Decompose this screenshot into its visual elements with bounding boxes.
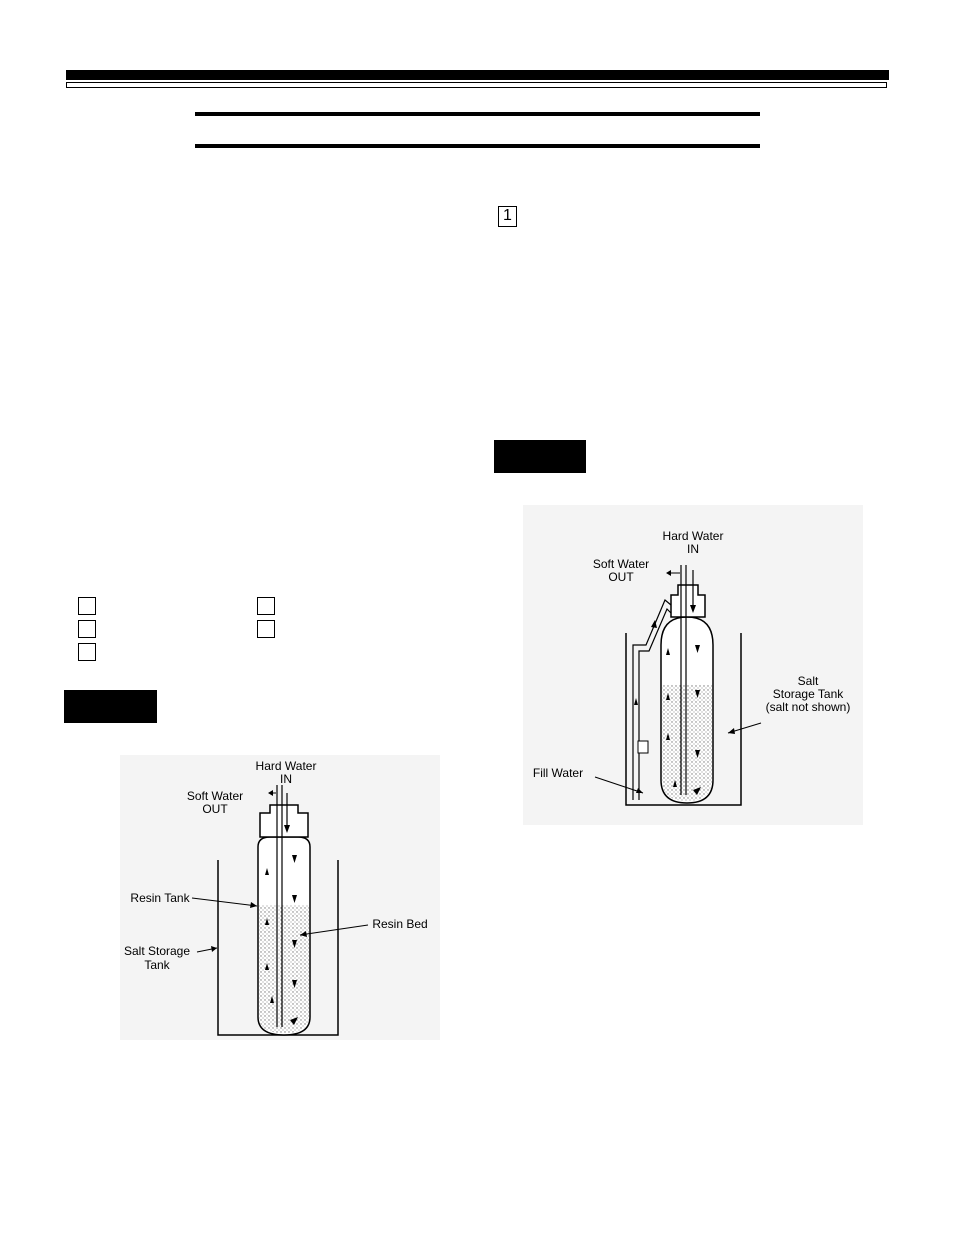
valve-head <box>670 584 706 618</box>
figure-label-left <box>64 690 157 723</box>
checkbox-1[interactable] <box>78 597 96 615</box>
soft-water-label: Soft Water <box>593 557 649 571</box>
storage-tank-label: Storage Tank <box>773 687 844 701</box>
flow-arrows <box>634 620 701 795</box>
water-softener-service-diagram: Hard Water IN Soft Water OUT Resin Tank … <box>120 755 440 1040</box>
checkbox-5[interactable] <box>257 620 275 638</box>
resin-tank-label: Resin Tank <box>130 891 190 905</box>
title-rule-bottom <box>195 144 760 148</box>
salt-storage-tank-label: Tank <box>144 958 170 972</box>
soft-water-out-label: OUT <box>608 570 634 584</box>
step-number-box: 1 <box>498 206 517 227</box>
water-softener-refill-diagram: Hard Water IN Soft Water OUT Salt Storag… <box>523 505 863 825</box>
fill-water-label: Fill Water <box>533 766 583 780</box>
hard-water-label: Hard Water <box>256 759 317 773</box>
header-thin-rule <box>66 82 887 88</box>
salt-storage-tank <box>625 633 742 806</box>
resin-bed <box>662 685 712 801</box>
checkbox-3[interactable] <box>78 643 96 661</box>
salt-storage-label: Salt Storage <box>124 944 190 958</box>
header-thick-rule <box>66 70 889 80</box>
figure-label-right <box>494 440 586 473</box>
brine-valve-float <box>637 740 649 754</box>
valve-head <box>259 804 309 838</box>
resin-bed-label: Resin Bed <box>372 917 427 931</box>
salt-not-shown-label: (salt not shown) <box>766 700 851 714</box>
salt-label: Salt <box>798 674 819 688</box>
checkbox-4[interactable] <box>257 597 275 615</box>
hard-water-in-label: IN <box>687 542 699 556</box>
soft-water-out-label: OUT <box>202 802 228 816</box>
hard-water-label: Hard Water <box>663 529 724 543</box>
flow-arrows <box>265 855 298 1025</box>
brine-line <box>632 599 672 800</box>
hard-water-in-label: IN <box>280 772 292 786</box>
soft-water-label: Soft Water <box>187 789 243 803</box>
title-rule-top <box>195 112 760 116</box>
checkbox-2[interactable] <box>78 620 96 638</box>
